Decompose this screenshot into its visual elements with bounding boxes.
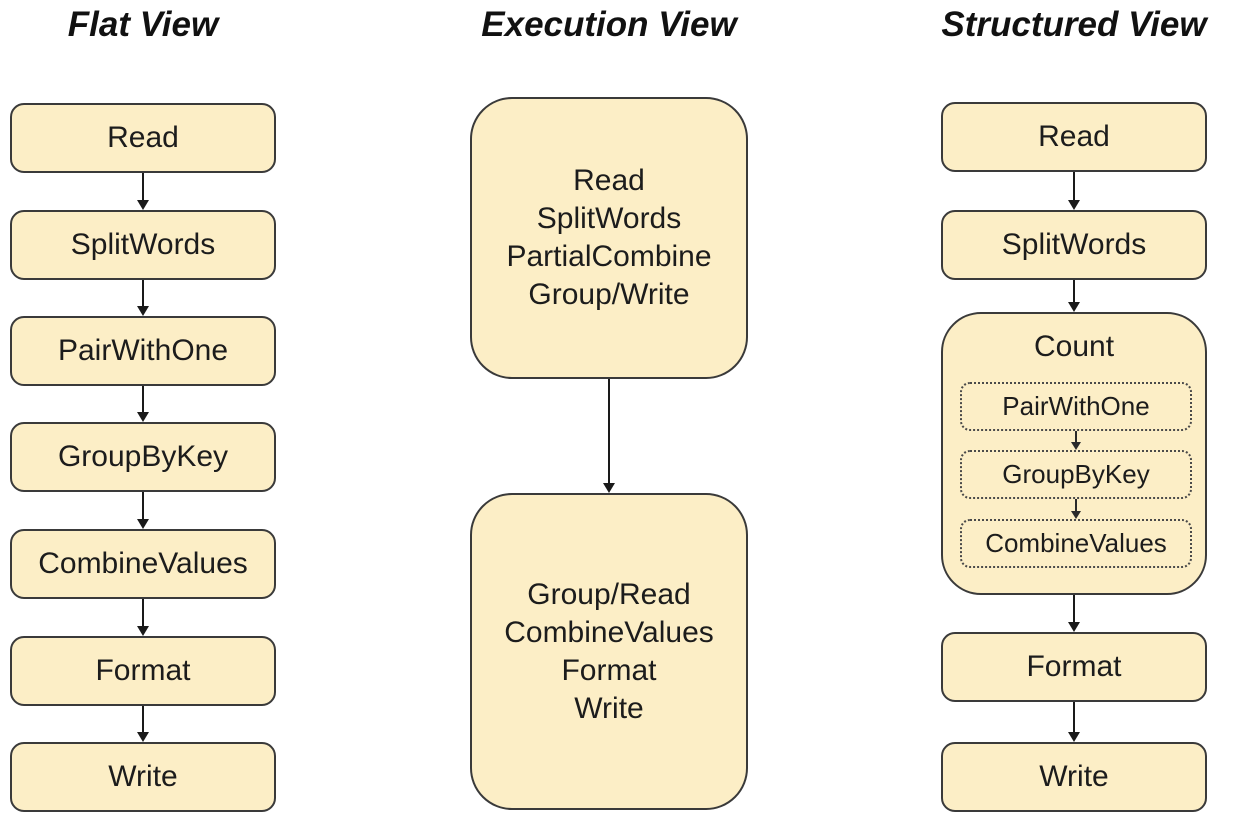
arrow-head-icon bbox=[137, 626, 149, 636]
flat-node-combinevalues: CombineValues bbox=[10, 529, 276, 599]
arrow-head-icon bbox=[1068, 302, 1080, 312]
flat-node-format: Format bbox=[10, 636, 276, 706]
subnode-label: GroupByKey bbox=[1002, 459, 1150, 489]
node-label: PairWithOne bbox=[57, 334, 229, 367]
arrow-shaft bbox=[1073, 280, 1075, 303]
arrow-count-groupbykey-to-combinevalues bbox=[1070, 499, 1082, 519]
node-label: Read bbox=[107, 121, 179, 154]
arrow-head-icon bbox=[137, 412, 149, 422]
count-subnode-groupbykey: GroupByKey bbox=[960, 450, 1192, 499]
arrow-flat-splitwords-to-pairwithone bbox=[136, 280, 150, 316]
flat-node-read: Read bbox=[10, 103, 276, 173]
execution-stage-2: Group/Read CombineValues Format Write bbox=[470, 493, 748, 810]
structured-node-read: Read bbox=[941, 102, 1207, 172]
execution-view-title: Execution View bbox=[481, 5, 737, 44]
node-label: Write bbox=[1039, 760, 1109, 793]
node-label: GroupByKey bbox=[57, 440, 229, 473]
stage-line: Write bbox=[574, 691, 644, 725]
stage-line: Group/Read bbox=[527, 577, 691, 611]
count-subnode-pairwithone: PairWithOne bbox=[960, 382, 1192, 431]
count-label: Count bbox=[1033, 330, 1115, 363]
arrow-shaft bbox=[1073, 702, 1075, 733]
stage-line: Group/Write bbox=[528, 278, 690, 311]
arrow-shaft bbox=[142, 706, 144, 733]
node-label: SplitWords bbox=[1001, 228, 1147, 261]
stage-line: SplitWords bbox=[536, 202, 682, 235]
arrow-shaft bbox=[142, 173, 144, 201]
arrow-head-icon bbox=[1068, 732, 1080, 742]
arrow-head-icon bbox=[137, 306, 149, 316]
arrow-shaft bbox=[1075, 431, 1077, 443]
arrow-head-icon bbox=[603, 483, 615, 493]
stage-line: PartialCombine bbox=[506, 240, 712, 273]
arrow-head-icon bbox=[1068, 622, 1080, 632]
stage-line: Format bbox=[561, 653, 657, 687]
node-label: Write bbox=[108, 760, 178, 793]
stage-line: Read bbox=[573, 164, 645, 197]
arrow-shaft bbox=[1073, 595, 1075, 623]
node-label: Format bbox=[1026, 650, 1122, 683]
arrow-structured-format-to-write bbox=[1067, 702, 1081, 742]
node-label: Format bbox=[95, 654, 191, 687]
arrow-flat-groupbykey-to-combinevalues bbox=[136, 492, 150, 529]
arrow-head-icon bbox=[137, 732, 149, 742]
subnode-label: PairWithOne bbox=[1002, 391, 1150, 421]
node-label: SplitWords bbox=[70, 228, 216, 261]
structured-view-title: Structured View bbox=[941, 5, 1207, 44]
flat-node-write: Write bbox=[10, 742, 276, 812]
arrow-head-icon bbox=[137, 200, 149, 210]
count-composite-node: Count PairWithOne GroupByKey CombineValu… bbox=[941, 312, 1207, 595]
arrow-flat-combinevalues-to-format bbox=[136, 599, 150, 636]
execution-stage-1: Read SplitWords PartialCombine Group/Wri… bbox=[470, 97, 748, 379]
flat-view-title: Flat View bbox=[67, 5, 219, 44]
arrow-shaft bbox=[142, 492, 144, 520]
flat-node-pairwithone: PairWithOne bbox=[10, 316, 276, 386]
arrow-shaft bbox=[142, 386, 144, 413]
structured-node-splitwords: SplitWords bbox=[941, 210, 1207, 280]
flat-node-splitwords: SplitWords bbox=[10, 210, 276, 280]
arrow-head-icon bbox=[1068, 200, 1080, 210]
arrow-execution-stage1-to-stage2 bbox=[602, 379, 616, 493]
arrow-shaft bbox=[142, 280, 144, 307]
arrow-head-icon bbox=[1071, 442, 1081, 450]
arrow-flat-read-to-splitwords bbox=[136, 173, 150, 210]
stage-line: CombineValues bbox=[504, 615, 714, 649]
subnode-label: CombineValues bbox=[985, 528, 1167, 558]
arrow-head-icon bbox=[137, 519, 149, 529]
arrow-shaft bbox=[1075, 499, 1077, 512]
node-label: Read bbox=[1038, 120, 1110, 153]
node-label: CombineValues bbox=[38, 547, 248, 580]
arrow-head-icon bbox=[1071, 511, 1081, 519]
structured-node-write: Write bbox=[941, 742, 1207, 812]
arrow-flat-pairwithone-to-groupbykey bbox=[136, 386, 150, 422]
arrow-shaft bbox=[1073, 172, 1075, 201]
flat-node-groupbykey: GroupByKey bbox=[10, 422, 276, 492]
arrow-shaft bbox=[608, 379, 610, 484]
arrow-count-pairwithone-to-groupbykey bbox=[1070, 431, 1082, 450]
arrow-structured-read-to-splitwords bbox=[1067, 172, 1081, 210]
structured-node-format: Format bbox=[941, 632, 1207, 702]
arrow-flat-format-to-write bbox=[136, 706, 150, 742]
count-subnode-combinevalues: CombineValues bbox=[960, 519, 1192, 568]
arrow-structured-splitwords-to-count bbox=[1067, 280, 1081, 312]
arrow-shaft bbox=[142, 599, 144, 627]
arrow-structured-count-to-format bbox=[1067, 595, 1081, 632]
